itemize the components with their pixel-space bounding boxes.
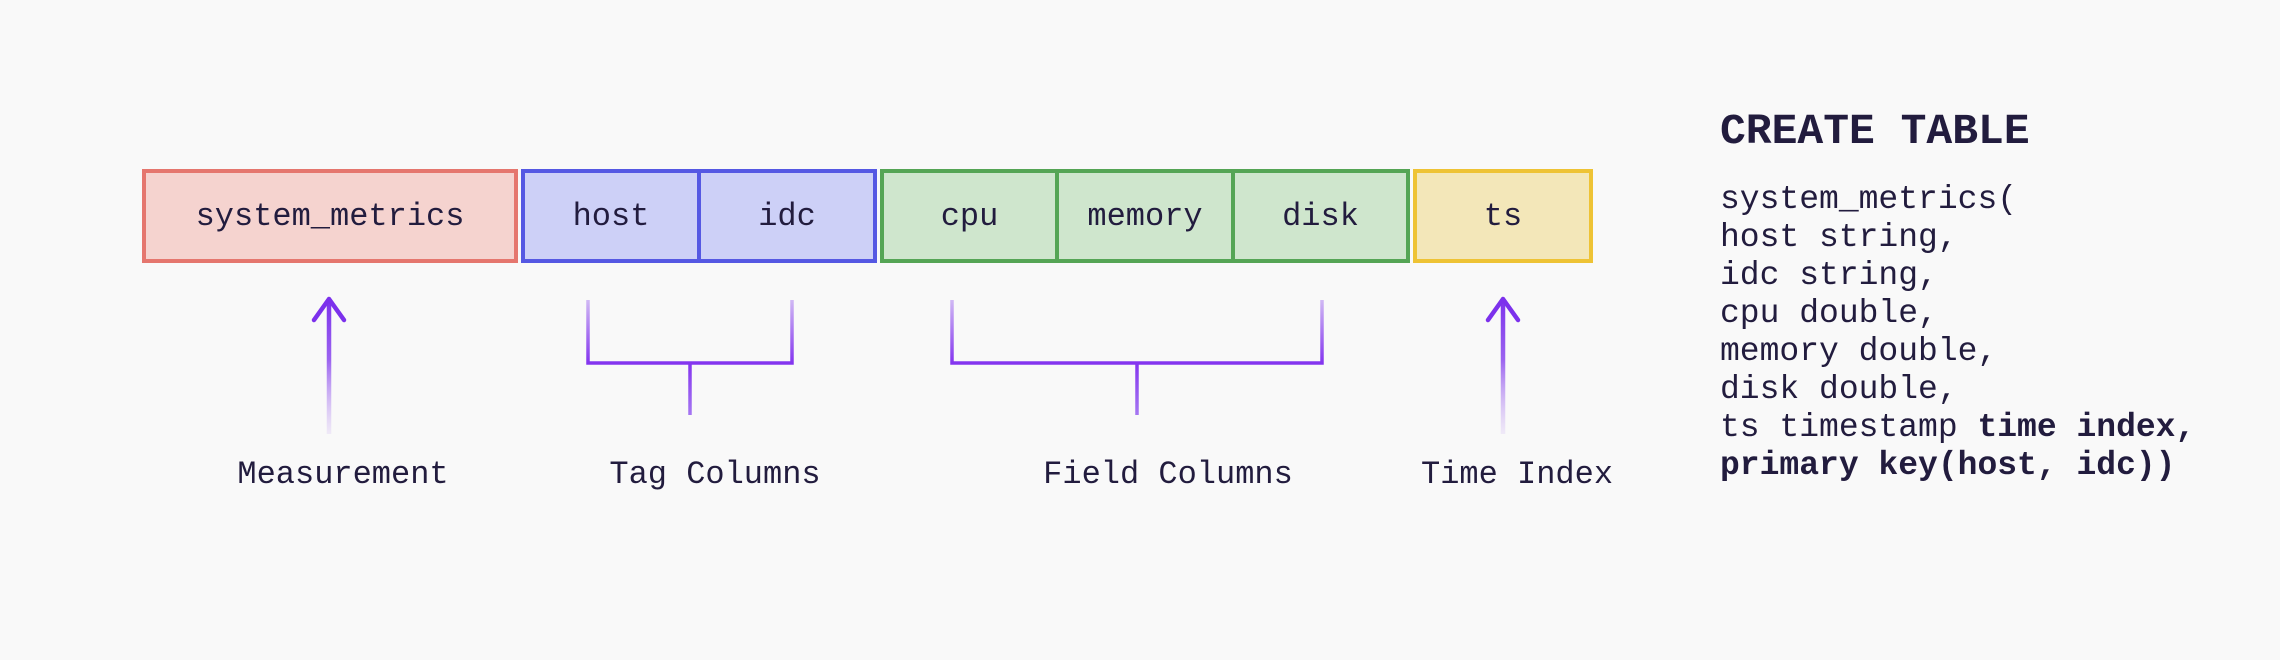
- code-block: system_metrics( host string, idc string,…: [1720, 181, 2195, 485]
- label-measurement: Measurement: [237, 456, 449, 493]
- table-box-host: host: [521, 169, 699, 263]
- measurement-arrow: [311, 296, 347, 434]
- field-columns-bracket: [950, 300, 1324, 415]
- code-line: ts timestamp time index,: [1720, 409, 2196, 446]
- code-title: CREATE TABLE: [1720, 107, 2030, 156]
- table-box-memory: memory: [1057, 169, 1233, 263]
- code-line: memory double,: [1720, 333, 1998, 370]
- label-time-index: Time Index: [1420, 456, 1614, 493]
- code-line: disk double,: [1720, 371, 1958, 408]
- label-tag-columns: Tag Columns: [609, 456, 821, 493]
- label-field-columns: Field Columns: [1043, 456, 1293, 493]
- tag-columns-bracket: [586, 300, 794, 415]
- table-box-measurement: system_metrics: [142, 169, 518, 263]
- code-line: primary key(host, idc)): [1720, 447, 2176, 484]
- code-line: system_metrics(: [1720, 181, 2018, 218]
- table-box-disk: disk: [1233, 169, 1410, 263]
- code-line: idc string,: [1720, 257, 1938, 294]
- table-box-ts: ts: [1413, 169, 1593, 263]
- code-line: cpu double,: [1720, 295, 1938, 332]
- table-box-cpu: cpu: [880, 169, 1057, 263]
- code-line: host string,: [1720, 219, 1958, 256]
- table-box-idc: idc: [699, 169, 877, 263]
- time-index-arrow: [1485, 296, 1521, 434]
